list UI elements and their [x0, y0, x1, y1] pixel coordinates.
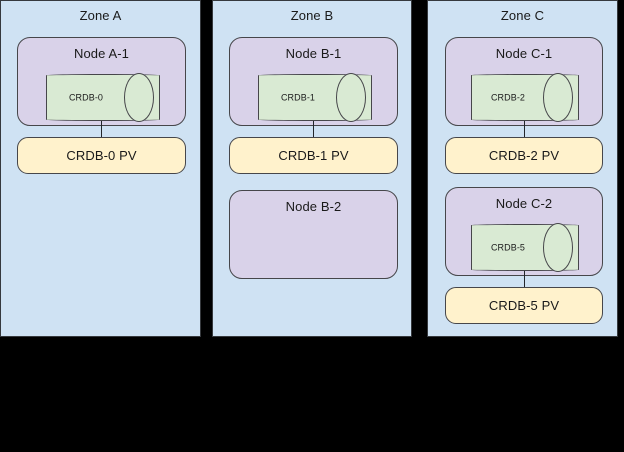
volume-label-crdb-5-pv: CRDB-5 PV: [488, 297, 560, 313]
cylinder-cap: [543, 223, 573, 272]
database-label-crdb-2: CRDB-2: [490, 92, 526, 102]
database-label-crdb-0: CRDB-0: [68, 92, 104, 102]
database-cylinder-crdb-1[interactable]: CRDB-1: [258, 73, 372, 122]
node-title-b-2: Node B-2: [285, 199, 342, 214]
database-cylinder-crdb-0[interactable]: CRDB-0: [46, 73, 160, 122]
database-label-crdb-5: CRDB-5: [490, 242, 526, 252]
zone-title-a: Zone A: [79, 8, 122, 23]
cylinder-cap: [124, 73, 154, 122]
node-box-a-1[interactable]: Node A-1 CRDB-0: [17, 37, 186, 126]
database-cylinder-crdb-5[interactable]: CRDB-5: [471, 223, 579, 272]
node-title-a-1: Node A-1: [73, 46, 129, 61]
node-title-c-1: Node C-1: [495, 46, 553, 61]
zone-title-b: Zone B: [290, 8, 334, 23]
database-label-crdb-1: CRDB-1: [280, 92, 316, 102]
volume-box-crdb-5-pv[interactable]: CRDB-5 PV: [445, 287, 603, 324]
connector-node-c-2-to-pv: [524, 271, 525, 288]
connector-node-c-1-to-pv: [524, 121, 525, 138]
volume-label-crdb-0-pv: CRDB-0 PV: [66, 147, 137, 163]
zone-panel-a[interactable]: Zone A Node A-1 CRDB-0 CRDB-0 PV: [0, 0, 201, 337]
node-box-b-2[interactable]: Node B-2: [229, 190, 398, 279]
cylinder-cap: [543, 73, 573, 122]
volume-box-crdb-1-pv[interactable]: CRDB-1 PV: [229, 137, 398, 174]
volume-box-crdb-0-pv[interactable]: CRDB-0 PV: [17, 137, 186, 174]
database-cylinder-crdb-2[interactable]: CRDB-2: [471, 73, 579, 122]
zone-panel-c[interactable]: Zone C Node C-1 CRDB-2 CRDB-2 PV Node C-…: [427, 0, 618, 337]
node-box-c-2[interactable]: Node C-2 CRDB-5: [445, 187, 603, 276]
node-box-c-1[interactable]: Node C-1 CRDB-2: [445, 37, 603, 126]
node-box-b-1[interactable]: Node B-1 CRDB-1: [229, 37, 398, 126]
node-title-b-1: Node B-1: [285, 46, 342, 61]
connector-node-a-1-to-pv: [101, 121, 102, 138]
node-title-c-2: Node C-2: [495, 196, 553, 211]
volume-label-crdb-2-pv: CRDB-2 PV: [488, 147, 560, 163]
volume-label-crdb-1-pv: CRDB-1 PV: [278, 147, 349, 163]
cylinder-cap: [336, 73, 366, 122]
connector-node-b-1-to-pv: [313, 121, 314, 138]
volume-box-crdb-2-pv[interactable]: CRDB-2 PV: [445, 137, 603, 174]
zone-panel-b[interactable]: Zone B Node B-1 CRDB-1 CRDB-1 PV Node B-…: [212, 0, 412, 337]
zone-title-c: Zone C: [500, 8, 545, 23]
